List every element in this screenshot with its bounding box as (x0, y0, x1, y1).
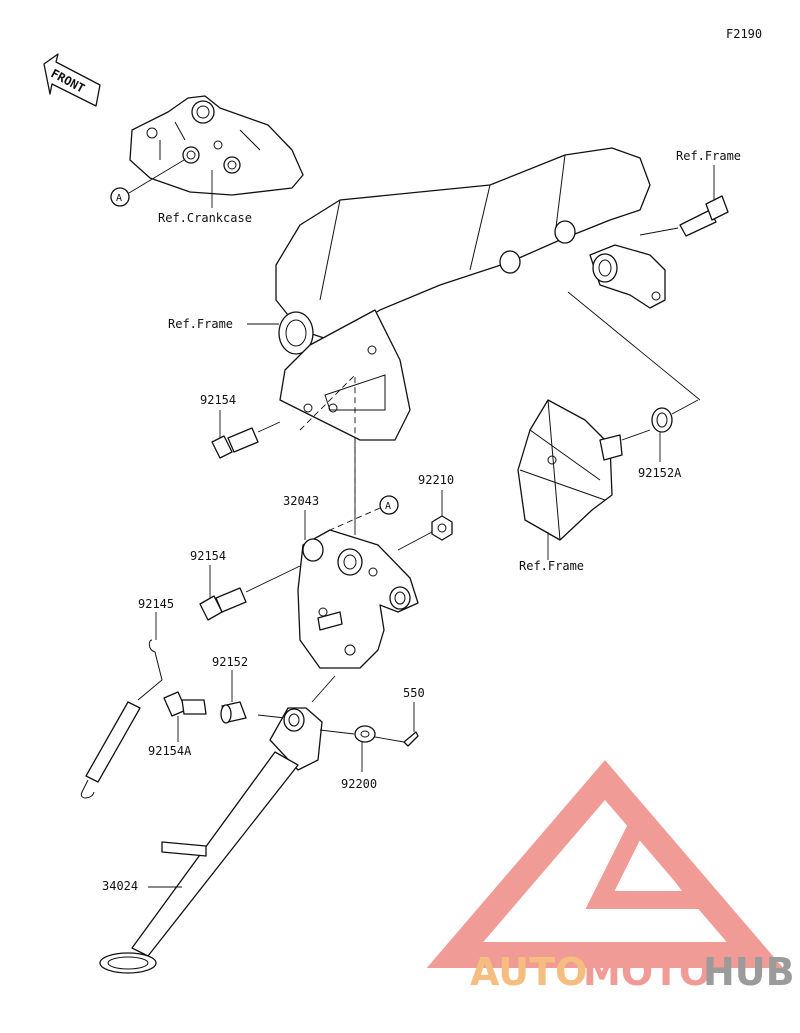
crankcase-illustration (129, 95, 304, 196)
bolt-92154-top (211, 427, 259, 459)
watermark-text-auto: AUTO (470, 950, 587, 994)
label-92210: 92210 (418, 473, 454, 487)
side-stand-34024 (99, 707, 323, 974)
watermark-triangle-inner (585, 802, 718, 909)
callout-a-crankcase-label: A (116, 193, 122, 204)
label-ref-frame-bracket: Ref.Frame (519, 559, 584, 573)
label-92154A: 92154A (148, 744, 192, 758)
watermark-text-hub: HUB (703, 950, 795, 994)
collar-92152 (220, 701, 247, 724)
callout-a-mid-label: A (385, 501, 391, 512)
washer-92200 (354, 725, 376, 743)
label-32043: 32043 (283, 494, 319, 508)
figure-code: F2190 (726, 27, 762, 41)
label-550: 550 (403, 686, 425, 700)
bolt-92154-mid (199, 587, 247, 621)
watermark-logo: AUTO MOTO HUB (426, 760, 795, 994)
cotter-pin-550 (403, 731, 419, 747)
frame-illustration (275, 147, 666, 441)
label-34024: 34024 (102, 879, 138, 893)
spring-92145 (80, 639, 163, 799)
label-92154-mid: 92154 (190, 549, 226, 563)
label-ref-frame-top: Ref.Frame (676, 149, 741, 163)
bolt-92154A (163, 691, 207, 717)
nut-92210 (431, 515, 453, 541)
washer-92152A (651, 407, 673, 433)
label-92152: 92152 (212, 655, 248, 669)
label-ref-frame-left: Ref.Frame (168, 317, 233, 331)
callout-a-crankcase (110, 187, 130, 207)
label-ref-crankcase: Ref.Crankcase (158, 211, 252, 225)
frame-bolt-illustration (679, 195, 729, 237)
watermark-triangle-outer (426, 760, 784, 968)
stand-bracket-32043 (297, 529, 419, 669)
label-92154-top: 92154 (200, 393, 236, 407)
label-92152A: 92152A (638, 466, 682, 480)
label-92145: 92145 (138, 597, 174, 611)
watermark-text-moto: MOTO (583, 950, 711, 994)
front-arrow-icon: FRONT (43, 53, 101, 107)
label-92200: 92200 (341, 777, 377, 791)
callout-a-mid (379, 495, 399, 515)
bracket-ref-frame-illustration (517, 399, 623, 541)
